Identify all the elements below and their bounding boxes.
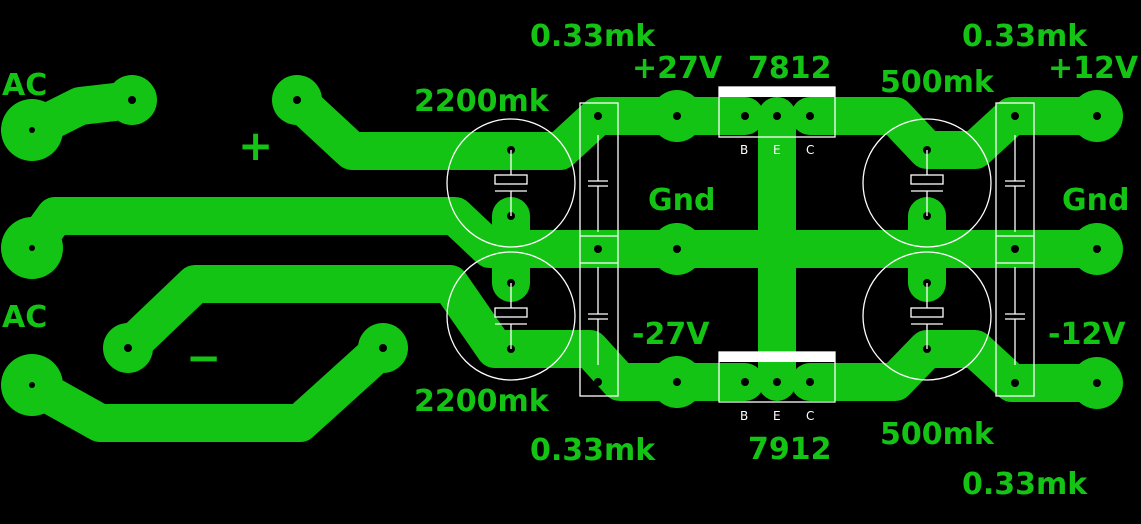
svg-text:C: C: [806, 409, 814, 423]
label-cap-bottom-right: 0.33mk: [962, 467, 1088, 502]
electrolytic-cap-symbol: [862, 118, 992, 248]
electrolytic-cap-symbol: [446, 251, 576, 381]
label-plus: +: [238, 121, 273, 170]
electrolytic-cap-symbol: [446, 118, 576, 248]
label-plus-12v: +12V: [1048, 51, 1139, 86]
label-2200mk-bottom: 2200mk: [414, 384, 550, 419]
svg-text:E: E: [773, 143, 781, 157]
label-gnd-right: Gnd: [1062, 183, 1129, 218]
film-capacitors: [579, 102, 1035, 397]
label-500mk-top: 500mk: [880, 65, 995, 100]
electrolytic-cap-symbol: [862, 251, 992, 381]
negative-output-trace: [791, 330, 1116, 402]
label-7912: 7912: [748, 432, 832, 467]
label-ac-top: AC: [2, 68, 47, 103]
negative-input-trace: [109, 265, 764, 401]
label-minus: −: [186, 333, 221, 382]
svg-text:B: B: [740, 143, 748, 157]
label-2200mk-top: 2200mk: [414, 84, 550, 119]
svg-text:B: B: [740, 409, 748, 423]
label-7812: 7812: [748, 51, 832, 86]
svg-text:E: E: [773, 409, 781, 423]
label-cap-top-left: 0.33mk: [530, 19, 656, 54]
electrolytic-capacitors: [446, 118, 992, 381]
label-gnd-mid: Gnd: [648, 183, 715, 218]
ac-bottom-trace: [13, 329, 402, 442]
label-500mk-bottom: 500mk: [880, 417, 995, 452]
label-minus-27v: -27V: [632, 317, 710, 352]
svg-text:C: C: [806, 143, 814, 157]
label-cap-top-right: 0.33mk: [962, 19, 1088, 54]
label-minus-12v: -12V: [1048, 317, 1126, 352]
positive-input-trace: [278, 81, 764, 170]
label-plus-27v: +27V: [632, 51, 723, 86]
label-ac-bottom: AC: [2, 300, 47, 335]
label-cap-bottom-left: 0.33mk: [530, 433, 656, 468]
labels: AC AC + − 0.33mk 0.33mk 0.33mk 0.33mk +2…: [2, 19, 1139, 502]
positive-output-trace: [791, 97, 1116, 169]
